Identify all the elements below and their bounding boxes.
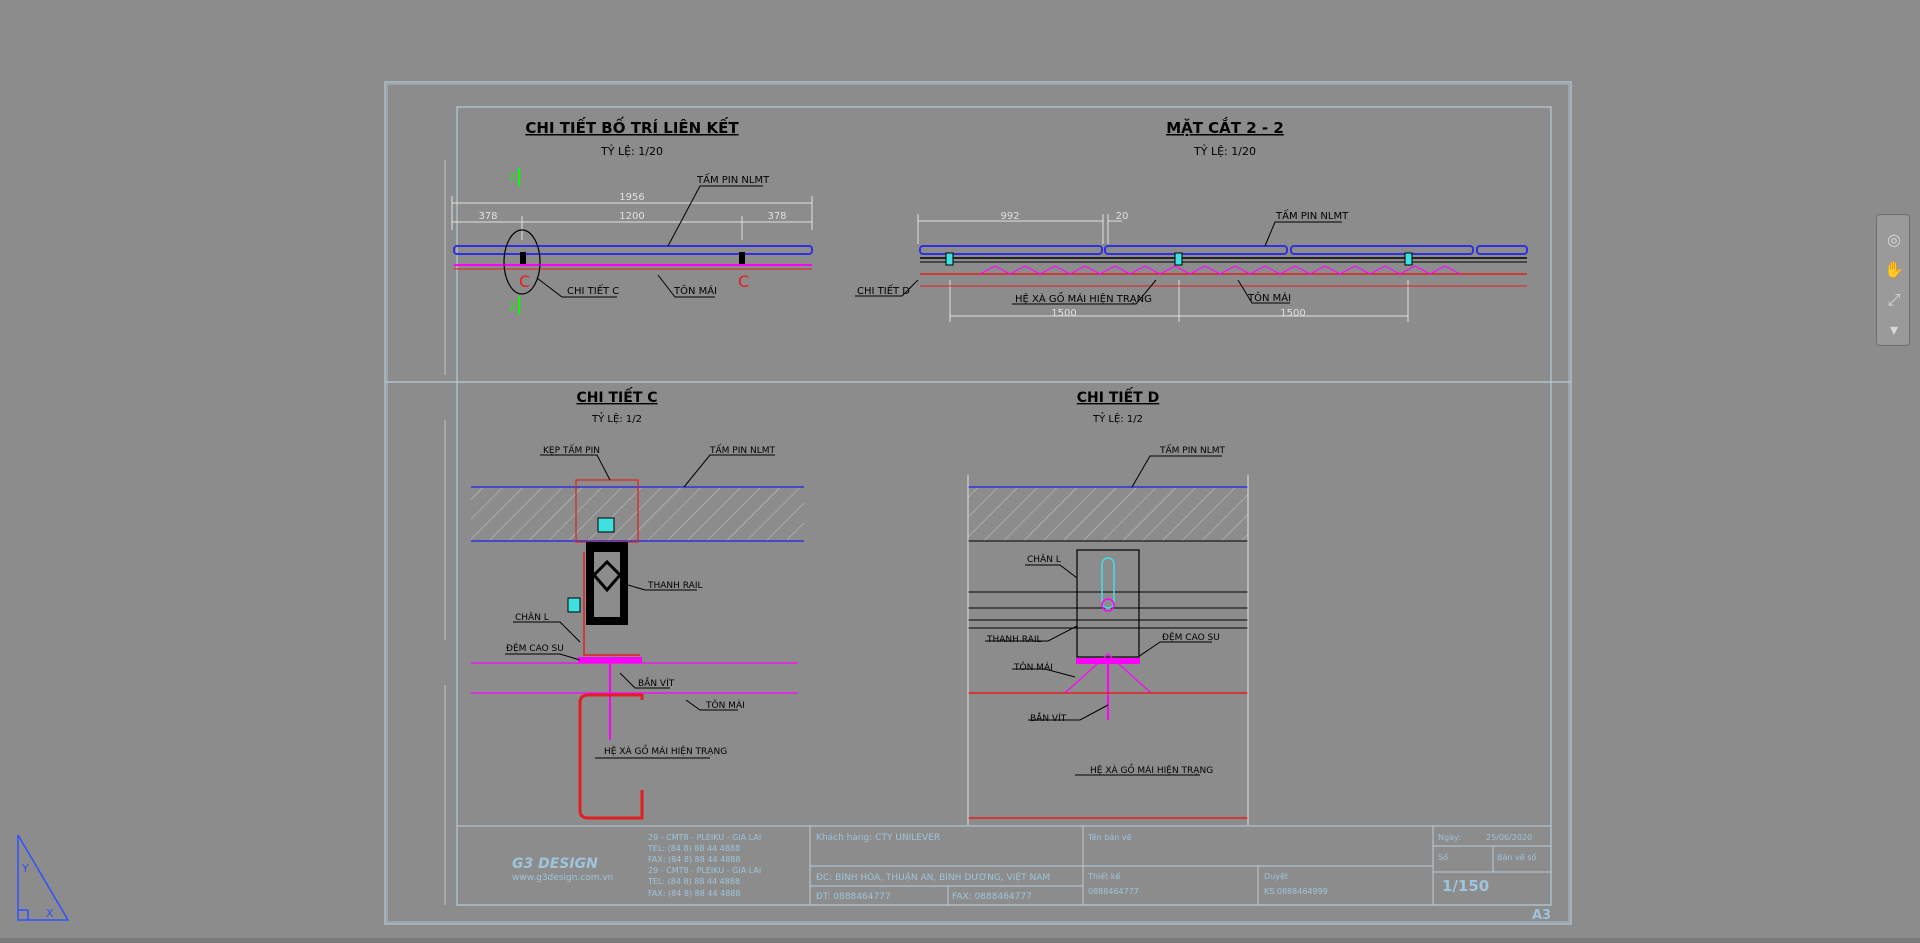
dim-text: 992: [1000, 211, 1019, 222]
drawing-scale: 1/150: [1442, 877, 1489, 895]
navigation-bar: ◎ ✋ ⤢ ▾: [1876, 214, 1910, 346]
view-title: MẶT CẮT 2 - 2: [1166, 116, 1284, 137]
dim-text: 20: [1116, 211, 1129, 222]
approver-value: KS.0888464999: [1264, 887, 1328, 896]
label: TÔN MÁI: [673, 284, 717, 297]
label: HỆ XÀ GỒ MÁI HIỆN TRẠNG: [1090, 763, 1213, 776]
sheet-border-inner: [386, 83, 1570, 923]
drawing-frame: [456, 106, 1552, 906]
customer: Khách hàng: CTY UNILEVER: [816, 833, 940, 843]
label: HỆ XÀ GỒ MÁI HIỆN TRẠNG: [604, 744, 727, 757]
view-title: CHI TIẾT D: [1077, 387, 1159, 406]
section-mark: 2: [509, 172, 515, 183]
address-line: TEL: (84 8) 88 44 4888: [647, 877, 740, 886]
sheet-border: [384, 81, 1572, 925]
label: ĐỆM CAO SU: [1162, 631, 1220, 643]
label: CHÂN L: [1027, 553, 1061, 565]
view-scale: TỶ LỆ: 1/20: [600, 144, 663, 158]
label: CHI TIẾT C: [567, 283, 619, 297]
dim-text: 378: [767, 211, 786, 222]
designer-value: 0888464777: [1088, 887, 1139, 896]
detail-c-callout: [503, 229, 541, 295]
designer-label: Thiết kế: [1087, 871, 1120, 881]
label: THANH RAIL: [986, 635, 1042, 645]
svg-text:C: C: [738, 272, 749, 291]
label: THANH RAIL: [647, 581, 703, 591]
label: CHI TIẾT D: [857, 283, 910, 297]
view-title: CHI TIẾT C: [576, 387, 657, 406]
fax: FAX: 0888464777: [952, 892, 1032, 902]
title-block: [457, 825, 1551, 905]
label: KẸP TẤM PIN: [543, 444, 600, 456]
address-line: FAX: (84 8) 88 44 4888: [648, 855, 740, 864]
ucs-icon: [17, 834, 70, 921]
address-line: 29 - CMT8 - PLEIKU - GIA LAI: [648, 866, 761, 875]
dim-text: 1200: [619, 211, 644, 222]
label: TẤM PIN NLMT: [709, 444, 775, 456]
label: TÔN MÁI: [1013, 661, 1053, 673]
section-mark: 2: [509, 302, 515, 313]
label: CHÂN L: [515, 611, 549, 623]
label: TÔN MÁI: [1247, 291, 1291, 304]
label: TẤM PIN NLMT: [1159, 444, 1225, 456]
orbit-icon[interactable]: ◎: [1887, 230, 1901, 249]
zoom-extents-icon[interactable]: ⤢: [1887, 290, 1901, 309]
address-line: 29 - CMT8 - PLEIKU - GIA LAI: [648, 833, 761, 842]
ucs-x-label: X: [46, 907, 54, 920]
dim-text: 1956: [619, 192, 644, 203]
label: TẤM PIN NLMT: [696, 172, 770, 186]
label: HỆ XÀ GỒ MÁI HIỆN TRẠNG: [1015, 291, 1152, 305]
date-value: 25/06/2020: [1486, 833, 1532, 842]
label: TẤM PIN NLMT: [1275, 208, 1349, 222]
view-detail-d: CHI TIẾT D TỶ LỆ: 1/2: [967, 387, 1249, 825]
status-strip: [0, 938, 1920, 943]
sheet-label: Số: [1438, 852, 1448, 862]
company-website: www.g3design.com.vn: [512, 873, 613, 883]
view-scale: TỶ LỆ: 1/2: [1092, 411, 1143, 425]
label: BẮN VÍT: [638, 676, 675, 689]
svg-text:C: C: [519, 272, 530, 291]
paper-size: A3: [1532, 908, 1551, 923]
address-line: TEL: (84 8) 88 44 4888: [647, 844, 740, 853]
view-scale: TỶ LỆ: 1/20: [1193, 144, 1256, 158]
phone: ĐT: 0888464777: [816, 892, 891, 902]
sheet-no-label: Bản vẽ số: [1497, 852, 1536, 862]
view-title: CHI TIẾT BỐ TRÍ LIÊN KẾT: [525, 116, 739, 137]
approver-label: Duyệt: [1264, 871, 1288, 881]
company-logo: G3 DESIGN: [512, 856, 598, 872]
drawing-name-label: Tên bản vẽ: [1087, 832, 1132, 842]
label: ĐỆM CAO SU: [506, 642, 564, 654]
project-address: ĐC: BÌNH HÒA, THUẬN AN, BÌNH DƯƠNG, VIỆT…: [816, 871, 1050, 883]
nav-options-icon[interactable]: ▾: [1889, 320, 1899, 339]
view-top-right: MẶT CẮT 2 - 2 TỶ LỆ: 1/20 992 20 1500 15…: [855, 116, 1528, 322]
dim-text: 1500: [1051, 308, 1076, 319]
address-line: FAX: (84 8) 88 44 4888: [648, 889, 740, 898]
view-detail-c: CHI TIẾT C TỶ LỆ: 1/2 KẸP TẤM: [471, 387, 804, 820]
label: TÔN MÁI: [705, 699, 745, 711]
view-scale: TỶ LỆ: 1/2: [591, 411, 642, 425]
ucs-y-label: Y: [21, 862, 29, 875]
dim-text: 1500: [1280, 308, 1305, 319]
label: BẮN VÍT: [1030, 711, 1067, 724]
view-top-left: CHI TIẾT BỐ TRÍ LIÊN KẾT TỶ LỆ: 1/20 195…: [451, 116, 813, 314]
pan-hand-icon[interactable]: ✋: [1884, 260, 1904, 279]
dim-text: 378: [478, 211, 497, 222]
date-label: Ngày:: [1438, 833, 1461, 842]
